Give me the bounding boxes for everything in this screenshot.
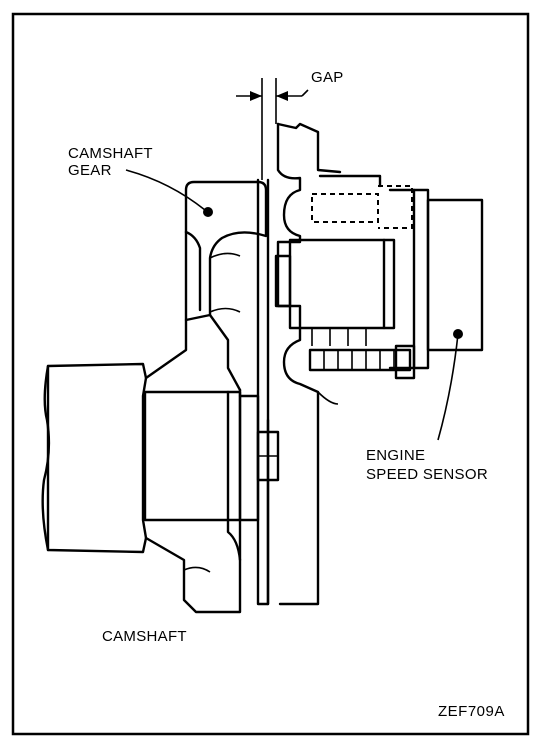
front-cover: [276, 122, 382, 606]
camshaft-body: [41, 362, 148, 554]
camshaft-gear-leader: [125, 169, 206, 211]
camshaft-gear: [143, 180, 268, 614]
engine-speed-sensor-leader: [437, 333, 459, 441]
engine-speed-sensor-label-line1: ENGINE: [366, 447, 425, 464]
camshaft-gear-label-line1: CAMSHAFT: [68, 145, 153, 162]
figure-code: ZEF709A: [438, 703, 505, 720]
timing-plate: [256, 178, 280, 606]
gap-label: GAP: [311, 69, 344, 86]
gap-dimension: [236, 78, 309, 180]
camshaft-gear-label-line2: GEAR: [68, 162, 112, 179]
engine-speed-sensor: [274, 185, 484, 380]
page-frame: [11, 12, 530, 736]
camshaft-gear-marker: [203, 207, 213, 217]
camshaft-label: CAMSHAFT: [102, 628, 187, 645]
engine-speed-sensor-label-line2: SPEED SENSOR: [366, 466, 488, 483]
